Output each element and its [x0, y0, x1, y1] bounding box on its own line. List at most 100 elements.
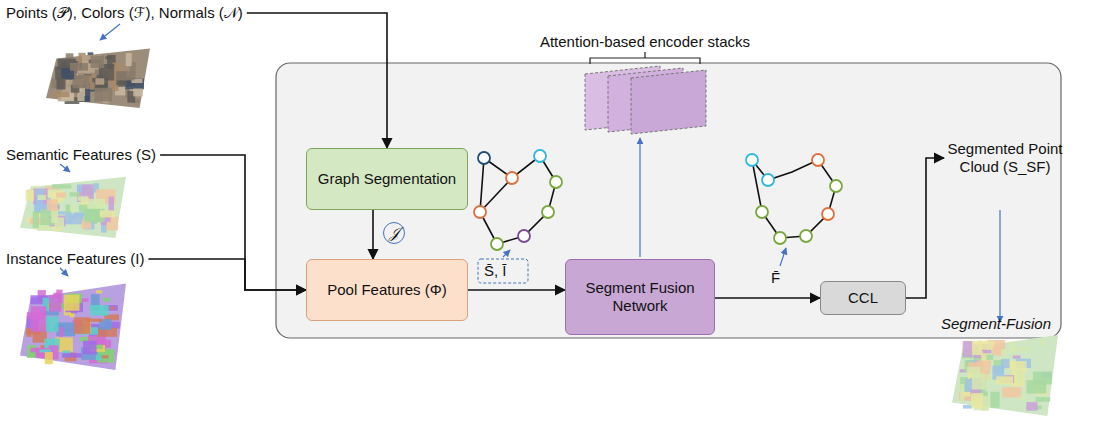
annotation: Attention-based encoder stacks — [540, 33, 750, 50]
cloud-patch — [1033, 372, 1052, 385]
cloud-patch — [45, 352, 53, 364]
semantic-cloud — [20, 177, 126, 238]
cloud-patch — [53, 293, 59, 299]
cloud-patch — [38, 195, 47, 200]
flow-arrow — [715, 297, 820, 299]
node-text: Segmented Point Cloud (S_SF) — [946, 140, 1064, 176]
cloud-patch — [89, 82, 94, 89]
cloud-floor — [46, 49, 150, 108]
leader-lines — [60, 24, 1000, 322]
network-box: Segment Fusion Network — [565, 259, 715, 335]
panel-ground — [276, 63, 1061, 338]
cloud-patch — [47, 199, 58, 211]
cloud-patch — [95, 78, 104, 84]
cloud-patch — [965, 379, 972, 390]
cloud-patch — [73, 75, 90, 88]
cloud-patch — [126, 53, 132, 66]
instance-cloud — [20, 284, 126, 370]
process-box: Pool Features (Φ) — [306, 259, 468, 321]
cloud-floor — [20, 284, 126, 370]
point-cloud-input — [46, 49, 150, 108]
flow-arrow — [148, 259, 306, 290]
cloud-patch — [78, 197, 85, 201]
dashed-label-frame — [478, 259, 528, 283]
flow-arrow — [372, 210, 374, 259]
cloud-patch — [26, 190, 34, 201]
segment-graph — [474, 150, 562, 250]
cloud-patch — [99, 211, 115, 218]
cloud-patch — [66, 205, 71, 215]
input-label: Instance Features (I) — [6, 250, 144, 268]
cloud-patch — [1019, 396, 1025, 401]
segmented-cloud — [952, 335, 1058, 416]
edge-label: F̄ — [768, 268, 783, 288]
cloud-patch — [96, 355, 102, 361]
cloud-patch — [62, 353, 81, 358]
cloud-patch — [52, 184, 71, 188]
cloud-patch — [86, 319, 103, 322]
cloud-patch — [64, 295, 79, 311]
cloud-patch — [39, 349, 51, 352]
cloud-patch — [110, 307, 115, 310]
cloud-patch — [74, 212, 85, 217]
node-text: Points (𝒫), Colors (ℱ), Normals (𝒩) — [6, 4, 243, 21]
cloud-patch — [33, 211, 39, 228]
fused-graph — [746, 154, 842, 244]
cloud-floor — [952, 335, 1058, 416]
cloud-patch — [1002, 387, 1021, 397]
cloud-patch — [1014, 348, 1031, 352]
cloud-patch — [96, 290, 102, 293]
cloud-patch — [27, 312, 45, 319]
cloud-patch — [986, 355, 993, 360]
edge-label: S̄, Ī — [481, 261, 510, 281]
cloud-floor — [20, 177, 126, 238]
edge-label: 𝒥 — [383, 222, 405, 244]
node-text: CCL — [848, 289, 878, 307]
cloud-patch — [971, 393, 983, 408]
cloud-patch — [103, 298, 110, 302]
cloud-patch — [1001, 359, 1009, 368]
cloud-patch — [70, 63, 88, 71]
cloud-patch — [36, 189, 45, 194]
cloud-patch — [59, 327, 63, 337]
cloud-patch — [1017, 371, 1023, 381]
cloud-patch — [1009, 342, 1015, 354]
cloud-patch — [963, 405, 972, 409]
cloud-patch — [51, 92, 69, 97]
cloud-patch — [963, 341, 973, 357]
node-text: Instance Features (I) — [6, 250, 144, 267]
cloud-patch — [996, 376, 1013, 384]
bracket — [590, 52, 700, 64]
cloud-patch — [962, 392, 970, 396]
cloud-patch — [1026, 402, 1037, 411]
flow-arrow — [160, 155, 306, 290]
cloud-patch — [116, 71, 135, 80]
cloud-patch — [87, 199, 105, 209]
node-text: Semantic Features (S) — [6, 146, 156, 163]
input-label: Points (𝒫), Colors (ℱ), Normals (𝒩) — [6, 4, 243, 22]
cloud-patch — [972, 374, 986, 390]
cloud-patch — [108, 197, 114, 211]
cloud-patch — [1013, 356, 1021, 359]
cloud-patch — [990, 392, 999, 408]
cloud-patch — [101, 221, 106, 232]
cloud-patch — [106, 56, 113, 59]
flow-arrow — [468, 289, 565, 291]
panel-title: Segment-Fusion — [941, 315, 1051, 333]
cloud-patch — [56, 322, 75, 336]
cloud-patch — [70, 192, 80, 196]
node-text: Graph Segmentation — [318, 170, 456, 188]
cloud-patch — [1040, 340, 1045, 346]
cloud-patch — [1036, 397, 1051, 402]
cloud-patch — [84, 208, 99, 222]
process-box: Graph Segmentation — [306, 148, 468, 210]
cloud-patch — [133, 89, 143, 97]
cloud-patch — [33, 188, 48, 204]
cloud-patch — [95, 88, 113, 102]
flow-arrow — [906, 158, 944, 298]
cloud-patch — [85, 96, 90, 101]
cloud-patch — [83, 341, 96, 355]
cloud-patch — [56, 193, 66, 198]
process-box: CCL — [820, 281, 906, 315]
